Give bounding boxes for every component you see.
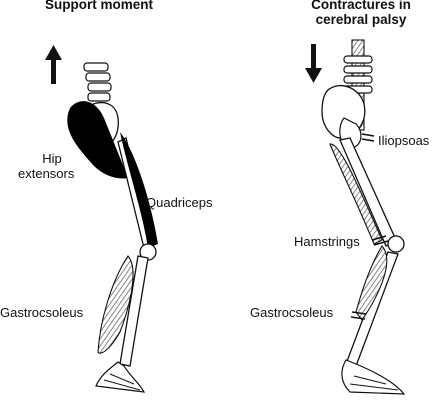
right-foot [341,359,406,395]
left-panel-title: Support moment [45,0,153,12]
left-quadriceps-muscle [120,132,158,248]
right-panel-title-line1: Contractures in [311,0,411,12]
right-iliopsoas-marker [361,133,375,142]
label-hamstrings: Hamstrings [294,234,360,249]
label-gastrocsoleus-left: Gastrocsoleus [0,305,84,320]
right-gastrocsoleus-muscle [355,245,388,321]
label-hip: Hip [42,151,62,166]
left-tibia [119,255,149,367]
left-foot [95,361,146,393]
left-hip-extensors-muscle [67,101,128,179]
label-extensors: extensors [18,166,75,181]
label-gastrocsoleus-right: Gastrocsoleus [250,305,334,320]
left-gastrocsoleus-muscle [97,255,134,354]
label-quadriceps: Quadriceps [146,195,213,210]
left-spine [83,62,112,102]
label-iliopsoas: Iliopsoas [378,133,430,148]
right-hamstrings-muscle [329,143,383,245]
up-arrow-icon [45,45,62,84]
down-arrow-icon [305,44,322,83]
right-panel-title-line2: cerebral palsy [315,12,407,27]
